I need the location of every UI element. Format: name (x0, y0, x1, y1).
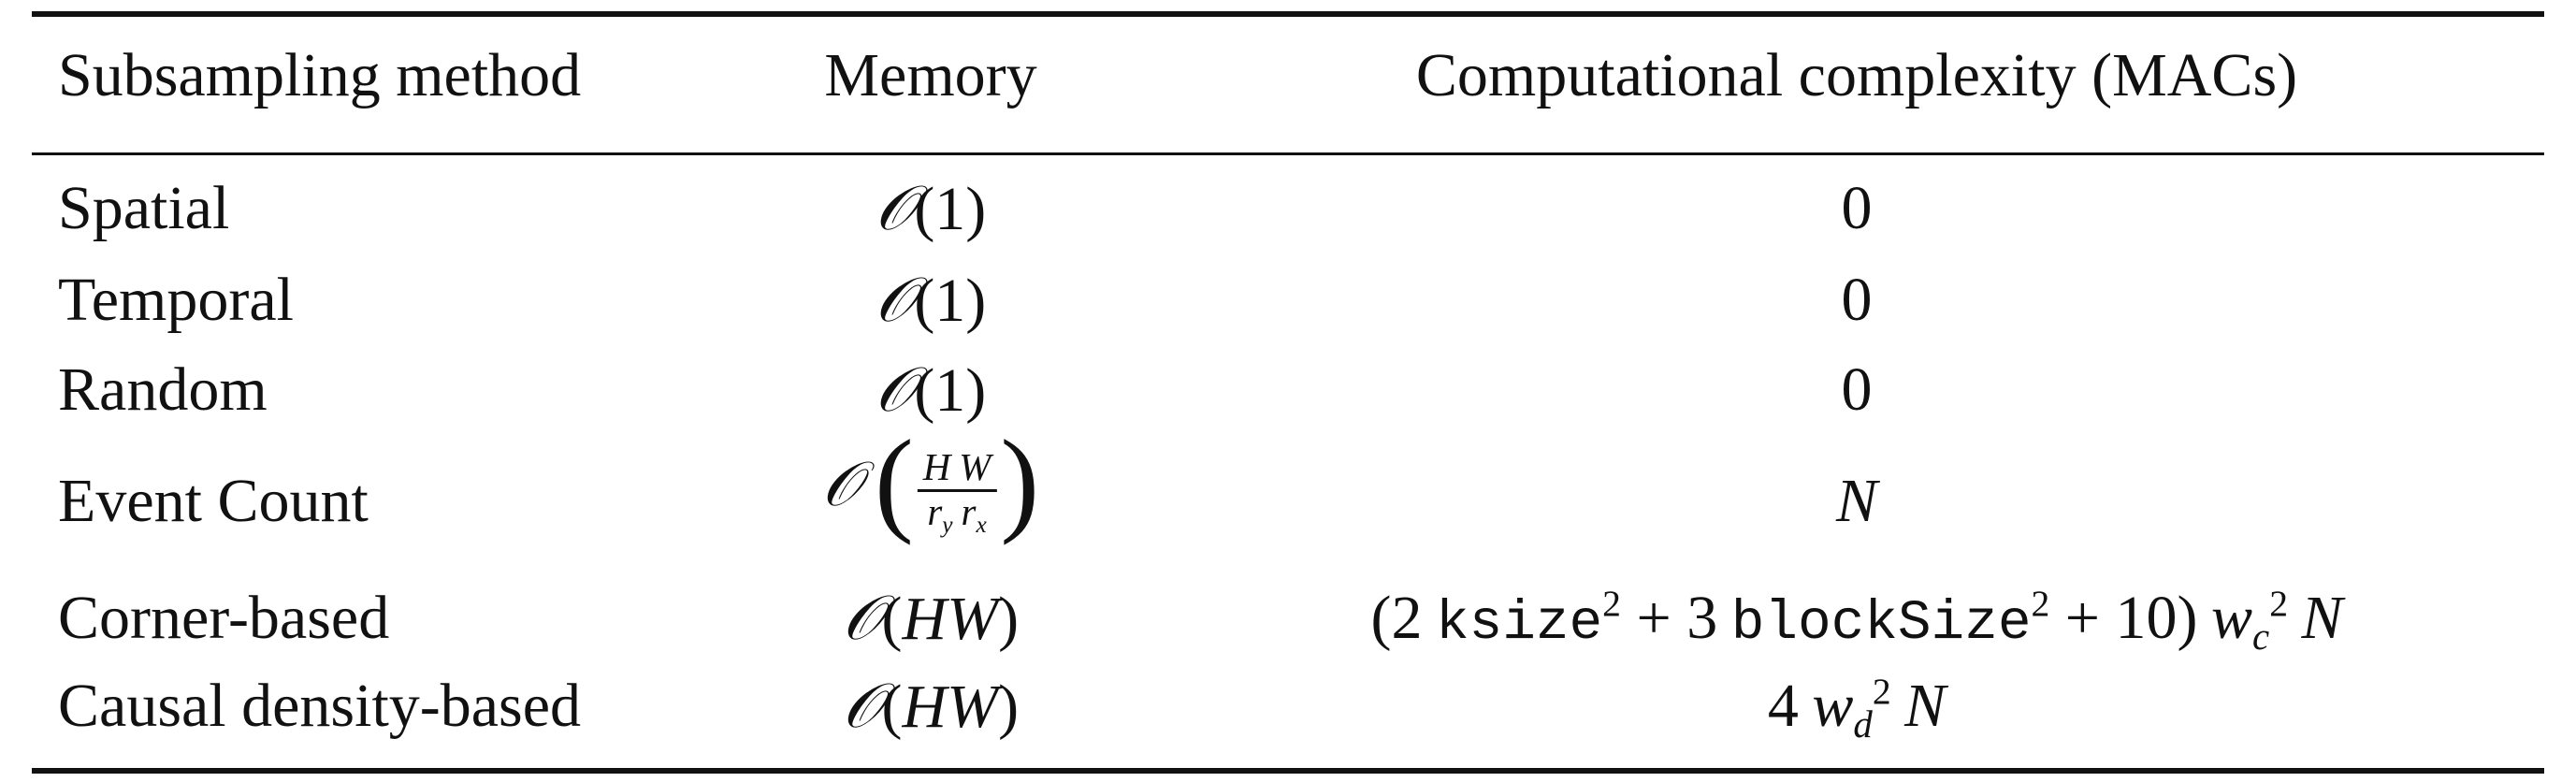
row-causal-density-method: Causal density-based (58, 672, 582, 740)
header-computational-complexity: Computational complexity (MACs) (1415, 41, 2298, 109)
row-spatial-memory: 𝒪(1) (875, 172, 987, 244)
row-random-method: Random (58, 355, 268, 424)
header-memory: Memory (824, 41, 1037, 109)
row-event-count-complexity: N (1835, 467, 1878, 535)
table-bottom-rule (32, 768, 2544, 774)
row-temporal-method: Temporal (58, 266, 294, 334)
header-subsampling-method: Subsampling method (58, 41, 582, 109)
row-corner-based-memory: 𝒪(HW) (842, 582, 1020, 654)
row-spatial-method: Spatial (58, 174, 230, 242)
row-random-memory: 𝒪(1) (875, 354, 987, 426)
row-spatial-complexity: 0 (1841, 174, 1873, 242)
row-event-count-method: Event Count (58, 467, 369, 535)
row-causal-density-memory: 𝒪(HW) (842, 670, 1020, 742)
row-corner-based-method: Corner-based (58, 584, 390, 652)
row-temporal-complexity: 0 (1841, 266, 1873, 334)
row-random-complexity: 0 (1841, 355, 1873, 424)
row-temporal-memory: 𝒪(1) (875, 264, 987, 336)
table-header-rule (32, 152, 2544, 155)
table-top-rule (32, 11, 2544, 17)
